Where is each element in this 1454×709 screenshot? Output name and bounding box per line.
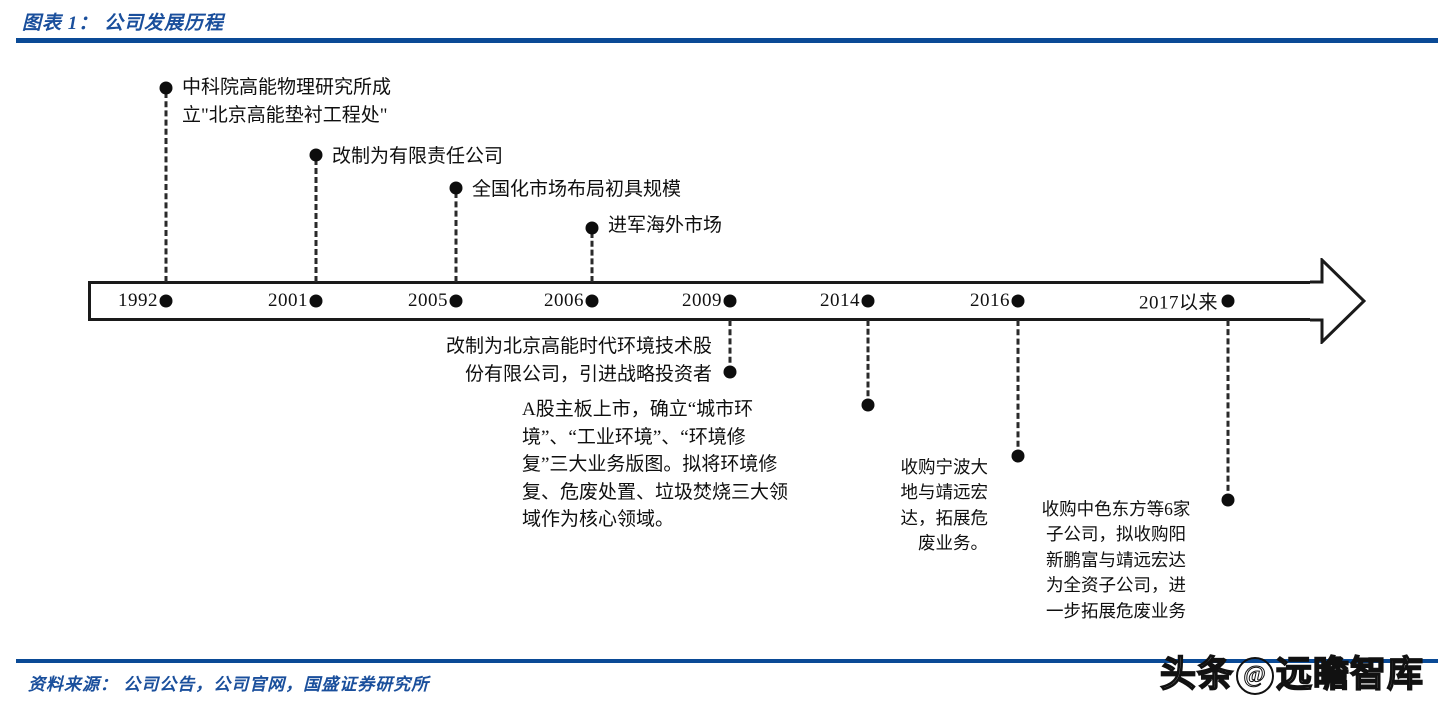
milestone-dot-2001 (309, 148, 323, 162)
milestone-dot-2005 (449, 181, 463, 195)
watermark-left-text: 头条 (1159, 653, 1235, 695)
connector-2009-a (728, 320, 732, 372)
connector-1992 (164, 92, 168, 282)
year-label-2009: 2009 (682, 290, 722, 311)
year-label-2005: 2005 (408, 290, 448, 311)
axis-dot-2014 (861, 294, 875, 308)
axis-dot-2001 (309, 294, 323, 308)
milestone-text-2005: 全国化市场布局初具规模 (472, 179, 682, 200)
milestone-text-2009-restructure: 改制为北京高能时代环境技术股 份有限公司，引进战略投资者 (445, 336, 712, 385)
at-icon: @ (1236, 657, 1275, 695)
milestone-dot-2006 (585, 221, 599, 235)
milestone-text-2009-ipo: A股主板上市，确立“城市环 境”、“工业环境”、“环境修 复”三大业务版图。拟将… (522, 399, 789, 531)
milestone-dot-2009-a (723, 365, 737, 379)
connector-2006 (590, 232, 594, 282)
year-label-2001: 2001 (268, 290, 308, 311)
axis-dot-2017 (1221, 294, 1235, 308)
watermark-logo: 头条@远瞻智库 (1159, 645, 1425, 697)
year-label-2014: 2014 (820, 290, 860, 311)
milestone-text-1992: 中科院高能物理研究所成 立"北京高能垫衬工程处" (182, 77, 392, 126)
connector-2017 (1226, 320, 1230, 500)
axis-dot-2005 (449, 294, 463, 308)
connector-2014 (866, 320, 870, 405)
timeline-arrow-icon (1310, 258, 1366, 344)
header-rule (16, 38, 1438, 43)
connector-2016 (1016, 320, 1020, 456)
milestone-text-2001: 改制为有限责任公司 (332, 146, 504, 167)
year-label-2017: 2017以来 (1138, 292, 1218, 314)
milestone-dot-1992 (159, 81, 173, 95)
milestone-text-2006: 进军海外市场 (608, 215, 723, 236)
year-label-1992: 1992 (118, 290, 158, 311)
milestone-dot-2016 (1011, 449, 1025, 463)
timeline-axis-bar (88, 281, 1320, 321)
milestone-dot-2017 (1221, 493, 1235, 507)
axis-dot-2009 (723, 294, 737, 308)
milestone-text-2014: 收购宁波大 地与靖远宏 达，拓展危 废业务。 (900, 457, 989, 554)
page-title: 图表 1： 公司发展历程 (22, 13, 225, 34)
connector-2005 (454, 192, 458, 282)
footer-rule (16, 659, 1438, 663)
source-note: 资料来源： 公司公告，公司官网，国盛证券研究所 (28, 675, 430, 694)
axis-dot-2016 (1011, 294, 1025, 308)
milestone-text-2017: 收购中色东方等6家 子公司，拟收购阳 新鹏富与靖远宏达 为全资子公司，进 一步拓… (1041, 499, 1191, 621)
axis-dot-2006 (585, 294, 599, 308)
year-label-2016: 2016 (970, 290, 1010, 311)
year-label-2006: 2006 (544, 290, 584, 311)
milestone-dot-2014 (861, 398, 875, 412)
connector-2001 (314, 159, 318, 282)
axis-dot-1992 (159, 294, 173, 308)
watermark-right-text: 远瞻智库 (1275, 653, 1425, 695)
